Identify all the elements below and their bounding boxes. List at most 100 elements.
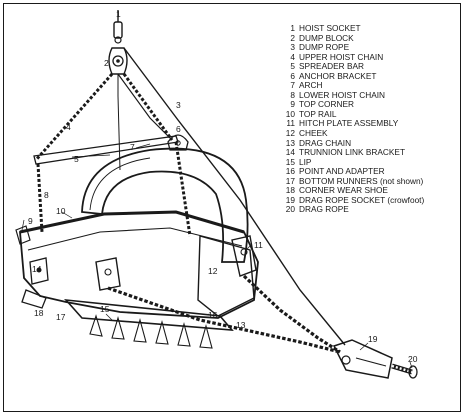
legend-label: TOP CORNER	[299, 99, 355, 110]
callout-10: 10	[56, 206, 66, 216]
legend-label: SPREADER BAR	[299, 61, 365, 72]
legend-number: 14	[285, 147, 295, 158]
legend-label: ARCH	[299, 80, 323, 91]
drag-chain	[107, 274, 341, 354]
callout-12: 12	[208, 266, 218, 276]
legend-item: 7 ARCH	[282, 81, 458, 91]
legend-label: ANCHOR BRACKET	[299, 70, 377, 81]
upper-hoist-chain	[34, 73, 174, 171]
legend-number: 6	[290, 70, 295, 81]
legend-label: LIP	[299, 156, 312, 167]
diagram-frame	[3, 3, 461, 412]
legend-item: 9 TOP CORNER	[282, 100, 458, 110]
legend-item: 19 DRAG ROPE SOCKET (crowfoot)	[282, 194, 458, 206]
legend-number: 15	[285, 156, 295, 167]
callout-7: 7	[130, 142, 135, 152]
legend-label: TRUNNION LINK BRACKET	[299, 147, 406, 158]
callouts: 1 2 3 4 5 6 7 8 9 10 11 12 13 14 15 16 1…	[28, 9, 418, 364]
legend-item: 13 DRAG CHAIN	[282, 137, 458, 149]
hitch-plate-assembly	[95, 235, 257, 291]
callout-19: 19	[368, 334, 378, 344]
anchor-bracket	[167, 134, 189, 151]
legend-item: 4 UPPER HOIST CHAIN	[282, 51, 458, 63]
point-and-adapter	[89, 314, 213, 349]
legend-label: HITCH PLATE ASSEMBLY	[299, 118, 399, 129]
legend-label: BOTTOM RUNNERS (not shown)	[299, 175, 424, 186]
legend-label: POINT AND ADAPTER	[299, 166, 385, 177]
top-rail	[19, 210, 245, 234]
callout-8: 8	[44, 190, 49, 200]
drag-rope-socket	[332, 339, 393, 379]
legend-label: UPPER HOIST CHAIN	[299, 51, 384, 62]
callout-17: 17	[56, 312, 66, 322]
legend-label: TOP RAIL	[299, 108, 337, 119]
callout-13: 13	[236, 320, 246, 330]
lower-hoist-chain	[36, 141, 192, 237]
legend-label: LOWER HOIST CHAIN	[299, 89, 386, 100]
trunnion-link-bracket	[29, 257, 49, 285]
callout-6: 6	[176, 124, 181, 134]
legend-number: 5	[290, 61, 295, 72]
legend-number: 4	[290, 51, 295, 62]
legend-number: 10	[285, 108, 295, 119]
legend-label: HOIST SOCKET	[299, 23, 361, 33]
legend-number: 12	[285, 128, 295, 139]
callout-14: 14	[32, 264, 42, 274]
leader-lines	[21, 143, 413, 369]
legend-item: 14 TRUNNION LINK BRACKET	[282, 148, 458, 158]
legend-item: 2 DUMP BLOCK	[282, 32, 458, 44]
callout-5: 5	[74, 154, 79, 164]
legend-item: 15 LIP	[282, 156, 458, 168]
callout-16: 16	[208, 310, 218, 320]
callout-1: 1	[116, 9, 121, 19]
legend-item: 20 DRAG ROPE	[282, 205, 458, 215]
callout-9: 9	[28, 216, 33, 226]
legend-number: 17	[285, 175, 295, 186]
spreader-bar	[33, 135, 179, 165]
legend-number: 20	[285, 204, 295, 215]
legend-number: 13	[285, 137, 295, 148]
top-corner	[15, 225, 31, 245]
legend-number: 11	[286, 118, 295, 129]
legend-label: DRAG ROPE SOCKET (crowfoot)	[299, 194, 425, 205]
legend-item: 1 HOIST SOCKET	[282, 23, 458, 34]
legend-number: 19	[285, 194, 295, 205]
legend-item: 12 CHEEK	[282, 128, 458, 139]
legend-number: 2	[290, 32, 295, 43]
legend-item: 5 SPREADER BAR	[282, 62, 458, 72]
legend-item: 17 BOTTOM RUNNERS (not shown)	[282, 175, 458, 187]
legend-number: 7	[290, 80, 295, 91]
callout-2: 2	[104, 58, 109, 68]
legend-number: 9	[290, 99, 295, 110]
legend-label: CORNER WEAR SHOE	[299, 185, 388, 196]
lip	[64, 298, 234, 331]
callout-4: 4	[66, 122, 71, 132]
callout-3: 3	[176, 100, 181, 110]
legend-label: CHEEK	[299, 128, 328, 139]
callout-15: 15	[100, 304, 110, 314]
legend-label: DUMP ROPE	[299, 42, 350, 53]
legend-number: 8	[290, 89, 295, 100]
legend-item: 8 LOWER HOIST CHAIN	[282, 89, 458, 101]
legend-label: DRAG ROPE	[299, 204, 349, 215]
legend-number: 1	[290, 23, 295, 33]
legend-item: 10 TOP RAIL	[282, 108, 458, 120]
drag-rope	[391, 363, 418, 379]
callout-11: 11	[254, 240, 263, 250]
legend-label: DRAG CHAIN	[299, 137, 352, 148]
dump-rope	[117, 47, 346, 346]
arch	[81, 147, 249, 263]
hoist-socket	[113, 10, 123, 44]
corner-wear-shoe	[21, 289, 47, 309]
legend-label: DUMP BLOCK	[299, 32, 354, 43]
cheek	[197, 235, 255, 317]
legend-item: 11 HITCH PLATE ASSEMBLY	[282, 119, 458, 129]
callout-18: 18	[34, 308, 44, 318]
dump-block	[108, 47, 128, 75]
callout-20: 20	[408, 354, 418, 364]
